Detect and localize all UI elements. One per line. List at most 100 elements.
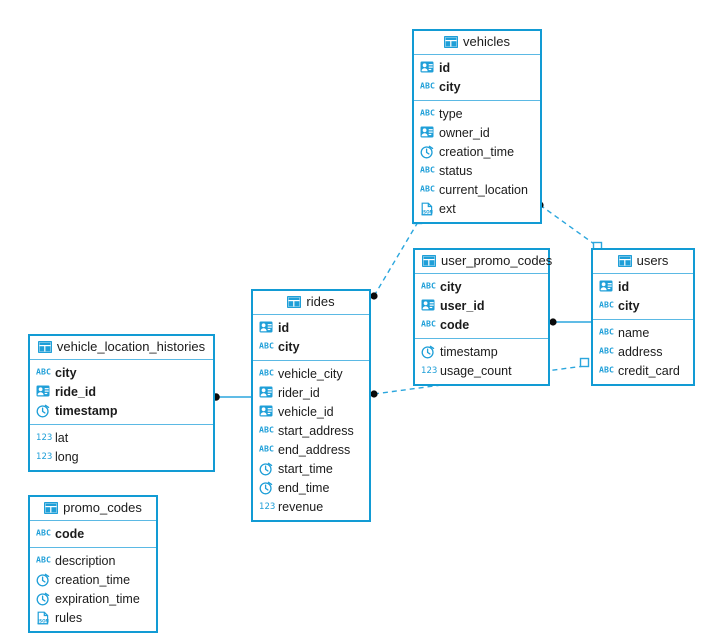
field-vehicles-owner_id[interactable]: owner_id xyxy=(414,123,540,142)
field-user_promo_codes-timestamp[interactable]: timestamp xyxy=(415,342,548,361)
svg-text:ABC: ABC xyxy=(259,424,274,434)
field-label: rider_id xyxy=(278,385,320,400)
abc-icon: ABC xyxy=(599,364,614,378)
entity-header-rides: rides xyxy=(253,291,369,315)
table-icon xyxy=(287,296,302,308)
field-label: status xyxy=(439,163,473,178)
field-rides-rider_id[interactable]: rider_id xyxy=(253,383,369,402)
edge-vehicles-to-users[interactable] xyxy=(536,201,603,252)
entity-name-vehicle_location_histories: vehicle_location_histories xyxy=(56,339,206,354)
entity-header-users: users xyxy=(593,250,693,274)
field-promo_codes-creation_time[interactable]: creation_time xyxy=(30,570,156,589)
identity-icon xyxy=(36,385,50,399)
field-label: start_address xyxy=(278,423,354,438)
edge-user-promo-codes-to-users[interactable] xyxy=(549,318,593,326)
abc-icon: ABC xyxy=(421,280,436,294)
clock-icon xyxy=(36,573,50,587)
abc-icon: ABC xyxy=(36,554,51,568)
field-label: ext xyxy=(439,201,456,216)
abc-icon: ABC xyxy=(420,107,435,121)
field-rides-end_address[interactable]: ABC end_address xyxy=(253,440,369,459)
svg-text:ABC: ABC xyxy=(36,554,51,564)
svg-text:ABC: ABC xyxy=(259,340,274,350)
entity-header-promo_codes: promo_codes xyxy=(30,497,156,521)
identity-icon xyxy=(259,405,273,419)
field-vehicles-creation_time[interactable]: creation_time xyxy=(414,142,540,161)
number-icon: 123 xyxy=(36,431,52,445)
field-vehicle_location_histories-timestamp[interactable]: timestamp xyxy=(30,401,213,420)
field-rides-id[interactable]: id xyxy=(253,318,369,337)
field-label: name xyxy=(618,325,650,340)
svg-text:ABC: ABC xyxy=(599,364,614,374)
entity-header-vehicles: vehicles xyxy=(414,31,540,55)
entity-header-user_promo_codes: user_promo_codes xyxy=(415,250,552,274)
field-user_promo_codes-code[interactable]: ABC code xyxy=(415,315,548,334)
field-rides-vehicle_id[interactable]: vehicle_id xyxy=(253,402,369,421)
identity-icon xyxy=(259,386,273,400)
field-label: creation_time xyxy=(439,144,515,159)
abc-icon: ABC xyxy=(421,318,436,332)
field-label: expiration_time xyxy=(55,591,140,606)
table-icon xyxy=(617,255,632,267)
field-label: lat xyxy=(55,430,69,445)
field-label: code xyxy=(440,317,470,332)
field-vehicles-id[interactable]: id xyxy=(414,58,540,77)
field-promo_codes-expiration_time[interactable]: expiration_time xyxy=(30,589,156,608)
svg-text:ABC: ABC xyxy=(420,80,435,90)
svg-text:JSON: JSON xyxy=(37,618,50,623)
svg-text:123: 123 xyxy=(259,501,275,510)
table-icon xyxy=(422,255,436,267)
field-label: creation_time xyxy=(55,572,131,587)
field-label: end_address xyxy=(278,442,351,457)
field-user_promo_codes-user_id[interactable]: user_id xyxy=(415,296,548,315)
svg-text:ABC: ABC xyxy=(259,443,274,453)
clock-icon xyxy=(36,592,50,606)
field-rides-start_address[interactable]: ABC start_address xyxy=(253,421,369,440)
field-label: id xyxy=(278,320,290,335)
field-label: address xyxy=(618,344,663,359)
abc-icon: ABC xyxy=(259,340,274,354)
field-label: id xyxy=(439,60,451,75)
clock-icon xyxy=(259,462,273,476)
field-vehicle_location_histories-ride_id[interactable]: ride_id xyxy=(30,382,213,401)
field-rides-start_time[interactable]: start_time xyxy=(253,459,369,478)
field-users-id[interactable]: id xyxy=(593,277,693,296)
edge-vehicle-location-histories-to-rides[interactable] xyxy=(212,393,251,401)
svg-text:ABC: ABC xyxy=(599,299,614,309)
entity-name-promo_codes: promo_codes xyxy=(63,500,142,515)
field-label: timestamp xyxy=(440,344,498,359)
field-rides-end_time[interactable]: end_time xyxy=(253,478,369,497)
table-icon xyxy=(37,341,52,353)
